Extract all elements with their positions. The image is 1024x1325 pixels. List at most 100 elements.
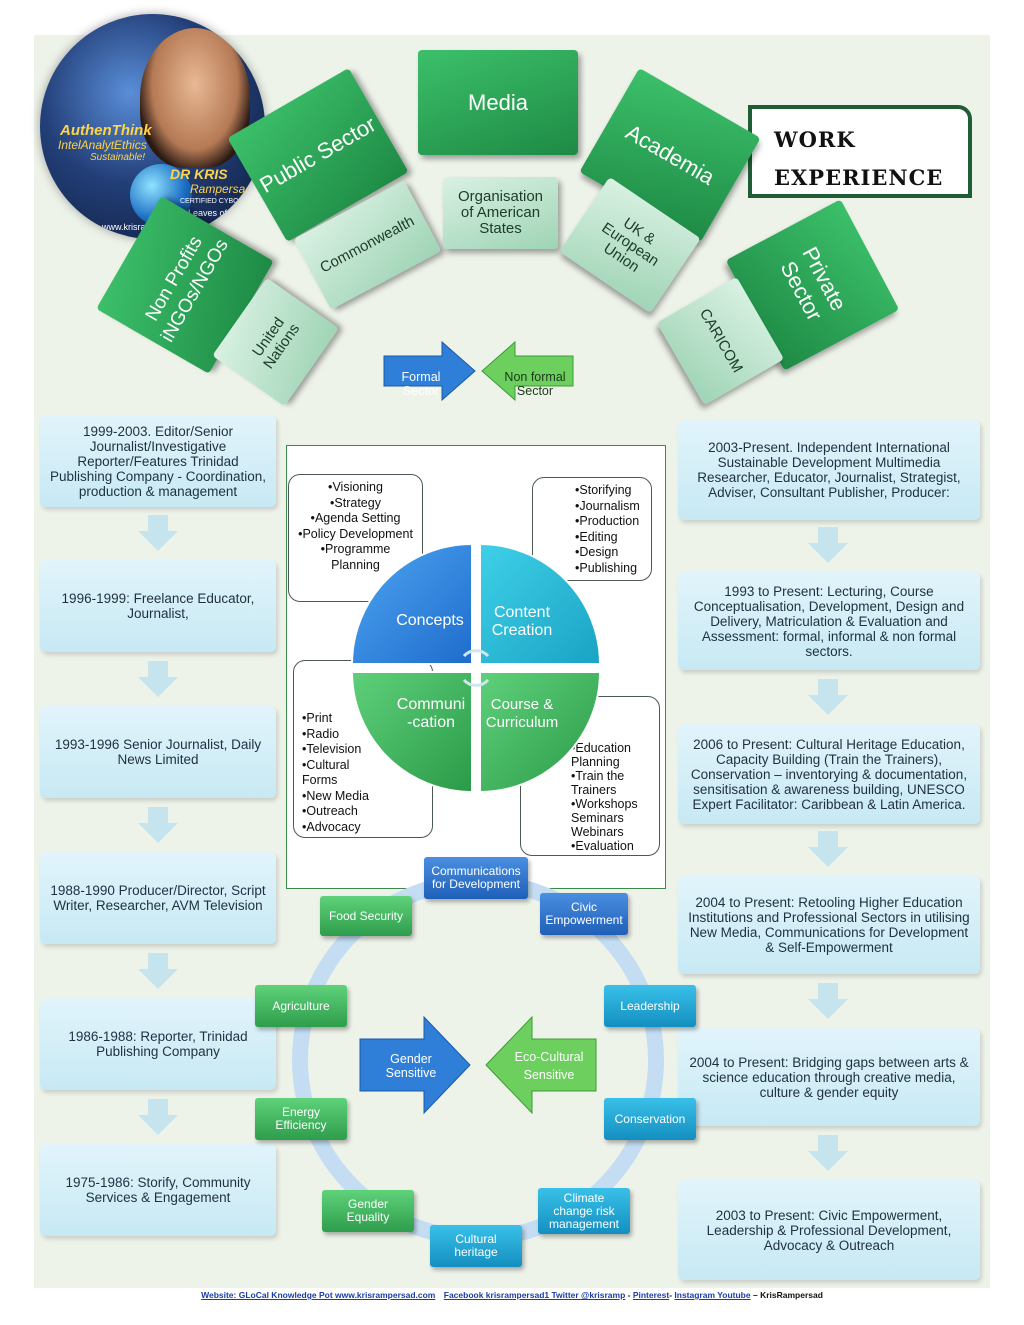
formal-sector-label: Formal Sector bbox=[390, 370, 452, 398]
sector-media: Media bbox=[418, 50, 578, 155]
cycle-node-agriculture: Agriculture bbox=[255, 985, 347, 1027]
history-item-right: 2003-Present. Independent International … bbox=[678, 420, 980, 520]
sector-caricom-label: CARICOM bbox=[695, 305, 747, 376]
cycle-node-leadership: Leadership bbox=[604, 985, 696, 1027]
quadrant-text: Curriculum bbox=[485, 714, 559, 731]
course-list: Education Planning Train the Trainers Wo… bbox=[571, 741, 653, 853]
author-logo-badge: AuthenThink IntelAnalytEthics Sustainabl… bbox=[40, 14, 265, 239]
cycle-node-cultural-heritage: Cultural heritage bbox=[430, 1225, 522, 1267]
history-text: 1986-1988: Reporter, Trinidad Publishing… bbox=[68, 1029, 248, 1059]
page-title: EXPERIENCE bbox=[774, 165, 944, 190]
down-arrow-icon bbox=[138, 807, 178, 843]
cycle-node-c4d: Communications for Development bbox=[424, 857, 528, 899]
formal-sector-text: Sector bbox=[402, 384, 440, 398]
list-item: Publishing bbox=[575, 561, 645, 577]
quadrant-circle bbox=[350, 542, 602, 794]
footer-handle: KrisRampersad bbox=[760, 1290, 823, 1300]
list-item: Advocacy bbox=[302, 820, 426, 836]
nonformal-sector-text: Sector bbox=[516, 384, 554, 398]
list-item: Television bbox=[302, 742, 426, 758]
cycle-node-climate: Climate change risk management bbox=[538, 1188, 630, 1234]
cycle-node-energy-efficiency: Energy Efficiency bbox=[255, 1098, 347, 1140]
cycle-node-conservation: Conservation bbox=[604, 1098, 696, 1140]
concepts-list: Visioning Strategy Agenda Setting Policy… bbox=[295, 480, 416, 573]
down-arrow-icon bbox=[808, 1135, 848, 1171]
history-item-left: 1975-1986: Storify, Community Services &… bbox=[40, 1144, 276, 1236]
down-arrow-icon bbox=[138, 953, 178, 989]
list-item: Evaluation bbox=[571, 839, 653, 853]
cycle-node-label: Agriculture bbox=[272, 998, 330, 1013]
nonformal-sector-label: Non formal Sector bbox=[500, 370, 570, 398]
quadrant-course-label: Course & Curriculum bbox=[482, 696, 562, 732]
sector-oas: Organisation of American States bbox=[443, 177, 558, 249]
quadrant-concepts-label: Concepts bbox=[390, 612, 470, 630]
cycle-node-civic-empowerment: Civic Empowerment bbox=[540, 893, 628, 935]
gender-sensitive-label: Gender Sensitive bbox=[368, 1052, 454, 1080]
cycle-node-label: Gender Equality bbox=[346, 1197, 390, 1224]
logo-name: DR KRIS bbox=[170, 166, 228, 182]
history-text: 1993-1996 Senior Journalist, Daily News … bbox=[54, 737, 262, 767]
quadrant-text: -cation bbox=[406, 714, 456, 731]
cycle-node-label: Conservation bbox=[614, 1111, 686, 1126]
down-arrow-icon bbox=[138, 1099, 178, 1135]
footer-instagram-link[interactable]: Instagram Youtube bbox=[674, 1290, 751, 1300]
down-arrow-icon bbox=[808, 831, 848, 867]
footer-social-link[interactable]: Facebook krisrampersad1 Twitter @krisram… bbox=[443, 1290, 626, 1300]
sector-media-label: Media bbox=[468, 89, 528, 115]
gender-sensitive-arrow bbox=[359, 1015, 471, 1115]
logo-text: www.krisrampe... bbox=[102, 222, 171, 232]
quadrant-text: Course & bbox=[490, 696, 554, 713]
history-text: 1996-1999: Freelance Educator, Journalis… bbox=[61, 591, 255, 621]
cycle-node-label: Communications for Development bbox=[431, 864, 521, 891]
eco-cultural-text: Sensitive bbox=[523, 1068, 575, 1082]
list-item: Workshops Seminars Webinars bbox=[571, 797, 653, 839]
nonformal-sector-text: Non formal bbox=[504, 370, 566, 384]
history-item-right: 2004 to Present: Retooling Higher Educat… bbox=[678, 876, 980, 974]
quadrant-content-label: Content Creation bbox=[484, 604, 560, 640]
footer-pinterest-link[interactable]: Pinterest bbox=[632, 1290, 670, 1300]
sector-oas-label: States bbox=[479, 220, 522, 237]
history-item-left: 1988-1990 Producer/Director, Script Writ… bbox=[40, 852, 276, 944]
list-item: Policy Development bbox=[295, 527, 416, 543]
list-item: Education Planning bbox=[571, 741, 653, 769]
history-text: 2004 to Present: Bridging gaps between a… bbox=[689, 1054, 969, 1100]
history-item-left: 1996-1999: Freelance Educator, Journalis… bbox=[40, 560, 276, 652]
sector-commonwealth-label: Commonwealth bbox=[317, 212, 418, 277]
quadrant-text: Content bbox=[493, 604, 551, 621]
history-text: 2006 to Present: Cultural Heritage Educa… bbox=[690, 736, 968, 812]
history-text: 2003-Present. Independent International … bbox=[697, 440, 961, 500]
quadrant-communication-label: Communi -cation bbox=[392, 696, 470, 732]
course-list-box: Education Planning Train the Trainers Wo… bbox=[520, 696, 660, 856]
history-item-right: 1993 to Present: Lecturing, Course Conce… bbox=[678, 572, 980, 670]
sector-academia-label: Academia bbox=[621, 119, 719, 190]
content-list-box: Storifying Journalism Production Editing… bbox=[532, 477, 652, 581]
history-item-right: 2004 to Present: Bridging gaps between a… bbox=[678, 1028, 980, 1126]
history-item-right: 2006 to Present: Cultural Heritage Educa… bbox=[678, 724, 980, 824]
history-item-left: 1999-2003. Editor/Senior Journalist/Inve… bbox=[40, 415, 276, 507]
down-arrow-icon bbox=[808, 679, 848, 715]
quadrant-text: Creation bbox=[491, 622, 553, 639]
list-item: Radio bbox=[302, 727, 426, 743]
down-arrow-icon bbox=[808, 527, 848, 563]
down-arrow-icon bbox=[138, 515, 178, 551]
content-list: Storifying Journalism Production Editing… bbox=[575, 483, 645, 576]
gender-sensitive-text: Sensitive bbox=[385, 1066, 437, 1080]
cycle-node-label: Cultural heritage bbox=[454, 1232, 498, 1259]
title-box: WORK EXPERIENCE bbox=[748, 105, 972, 198]
history-text: 1993 to Present: Lecturing, Course Conce… bbox=[693, 583, 965, 659]
down-arrow-icon bbox=[138, 661, 178, 697]
list-item: Train the Trainers bbox=[571, 769, 653, 797]
footer-website-link[interactable]: Website: GLoCal Knowledge Pot www.krisra… bbox=[201, 1290, 436, 1300]
list-item: Programme Planning bbox=[295, 542, 416, 573]
eco-cultural-text: Eco-Cultural bbox=[514, 1050, 584, 1064]
logo-text: Leaves of bbox=[188, 208, 228, 218]
down-arrow-icon bbox=[808, 983, 848, 1019]
sector-private-label: Private Sector bbox=[775, 242, 852, 325]
formal-sector-text: Formal bbox=[401, 370, 441, 384]
cycle-node-label: Leadership bbox=[620, 998, 680, 1013]
list-item: Print bbox=[302, 711, 426, 727]
cycle-node-label: Climate change risk management bbox=[548, 1190, 620, 1231]
cycle-node-label: Civic Empowerment bbox=[545, 900, 623, 927]
gender-sensitive-text: Gender bbox=[390, 1052, 432, 1066]
list-item: Outreach bbox=[302, 804, 426, 820]
